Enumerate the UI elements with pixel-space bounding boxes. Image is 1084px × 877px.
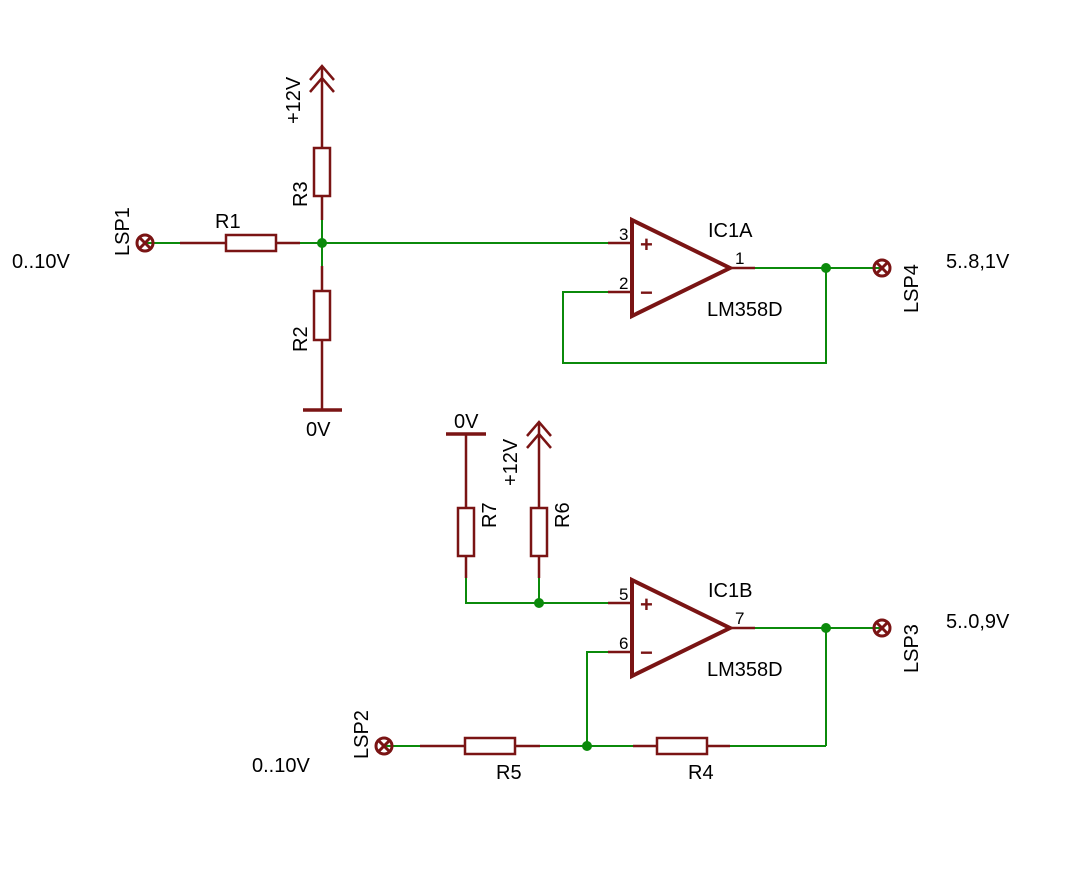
terminal-lsp3-icon: [872, 618, 892, 638]
junctions: [317, 238, 831, 751]
resistor-r7-body: [456, 506, 476, 558]
opamp-ic1b-symbol: [608, 576, 755, 680]
annotation-input-bottom: 0..10V: [252, 755, 310, 777]
resistor-r1-body: [224, 233, 278, 253]
opamp-b-pin-out: 7: [735, 609, 744, 628]
wire-pin6-node: [586, 651, 632, 746]
wire-r7-pin5: [465, 556, 632, 604]
terminal-lsp2-icon: [374, 736, 394, 756]
opamp-b-minus-sign: −: [640, 640, 653, 665]
opamp-a-pin-out: 1: [735, 249, 744, 268]
junction-dot: [582, 741, 592, 751]
junction-dot: [821, 623, 831, 633]
opamp-b-pin-minus: 6: [619, 634, 628, 653]
ground-symbol-bottom: [446, 432, 486, 485]
opamp-a-plus-sign: +: [640, 232, 653, 257]
junction-dot: [317, 238, 327, 248]
resistor-r4-body: [655, 736, 709, 756]
opamp-a-pin-minus: 2: [619, 274, 628, 293]
ground-symbol-top: [303, 362, 342, 412]
annotation-output-bottom: 5..0,9V: [946, 611, 1010, 633]
opamp-a-name: IC1A: [708, 220, 753, 242]
resistor-r6-label: R6: [552, 502, 574, 528]
junction-dot: [534, 598, 544, 608]
terminal-lsp1-icon: [135, 233, 155, 253]
opamp-b-part: LM358D: [707, 659, 783, 681]
supply-vcc-bottom-label: +12V: [500, 438, 522, 486]
opamp-a-minus-sign: −: [640, 280, 653, 305]
opamp-b-plus-sign: +: [640, 592, 653, 617]
resistor-r2-body: [312, 289, 332, 342]
resistor-r4-label: R4: [688, 762, 714, 784]
opamp-b-name: IC1B: [708, 580, 752, 602]
resistor-r3-label: R3: [290, 181, 312, 207]
resistor-r5-body: [463, 736, 517, 756]
vcc-arrow-bottom: [526, 420, 552, 485]
annotation-output-top: 5..8,1V: [946, 251, 1010, 273]
connector-lsp2-label: LSP2: [351, 710, 373, 759]
connector-lsp4-label: LSP4: [901, 264, 923, 313]
resistor-r7-label: R7: [479, 502, 501, 528]
supply-vcc-top-label: +12V: [283, 76, 305, 124]
annotation-input-top: 0..10V: [12, 251, 70, 273]
supply-gnd-bottom-label: 0V: [454, 411, 479, 433]
resistor-r6-body: [529, 506, 549, 558]
resistor-r2-label: R2: [290, 326, 312, 352]
vcc-arrow-top: [309, 64, 335, 125]
junction-dot: [821, 263, 831, 273]
supply-gnd-top-label: 0V: [306, 419, 331, 441]
resistor-r5-label: R5: [496, 762, 522, 784]
opamp-b-pin-plus: 5: [619, 585, 628, 604]
wires: [145, 88, 882, 747]
components: [135, 64, 892, 756]
connector-lsp1-label: LSP1: [112, 207, 134, 256]
terminal-lsp4-icon: [872, 258, 892, 278]
connector-lsp3-label: LSP3: [901, 624, 923, 673]
resistor-r3-body: [312, 146, 332, 198]
opamp-a-pin-plus: 3: [619, 225, 628, 244]
resistor-r1-label: R1: [215, 211, 241, 233]
wire-feedback-a: [562, 268, 827, 364]
opamp-ic1a-symbol: [608, 216, 755, 320]
opamp-a-part: LM358D: [707, 299, 783, 321]
